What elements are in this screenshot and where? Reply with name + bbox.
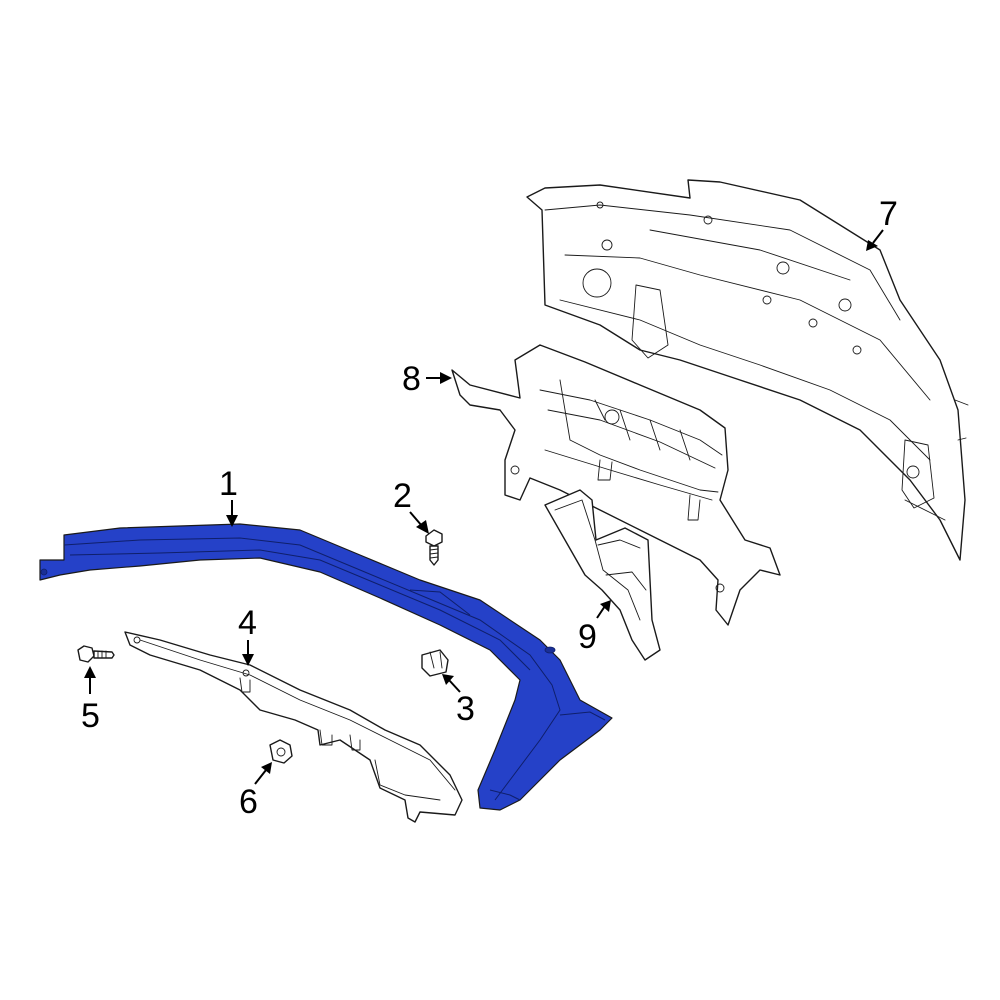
callout-8: 8	[402, 360, 452, 398]
part-7-back-panel[interactable]	[526, 179, 969, 561]
part-5-bolt[interactable]	[77, 645, 115, 663]
callout-number-5: 5	[81, 697, 100, 735]
callout-7: 7	[866, 195, 898, 251]
callout-2: 2	[393, 477, 429, 534]
part-2-bolt[interactable]	[425, 529, 443, 566]
callout-9: 9	[578, 600, 611, 656]
callout-number-3: 3	[456, 690, 475, 728]
part-4-lower-support[interactable]	[124, 631, 463, 823]
callout-number-2: 2	[393, 477, 412, 515]
callout-number-6: 6	[239, 783, 258, 821]
part-9-duct-bracket[interactable]	[544, 489, 661, 661]
callout-number-1: 1	[219, 465, 238, 503]
callout-3: 3	[442, 674, 475, 728]
callout-number-4: 4	[238, 604, 257, 642]
callout-4: 4	[238, 604, 257, 666]
part-3-clip-nut[interactable]	[421, 649, 449, 677]
callout-1: 1	[219, 465, 238, 527]
part-6-nut[interactable]	[269, 739, 293, 764]
callout-5: 5	[81, 666, 100, 735]
part-1-highlighted-brace[interactable]	[39, 523, 613, 811]
callout-number-7: 7	[879, 195, 898, 233]
callout-number-8: 8	[402, 360, 421, 398]
callout-6: 6	[239, 762, 272, 821]
callout-number-9: 9	[578, 618, 597, 656]
part-8-bracket-panel[interactable]	[451, 344, 781, 626]
